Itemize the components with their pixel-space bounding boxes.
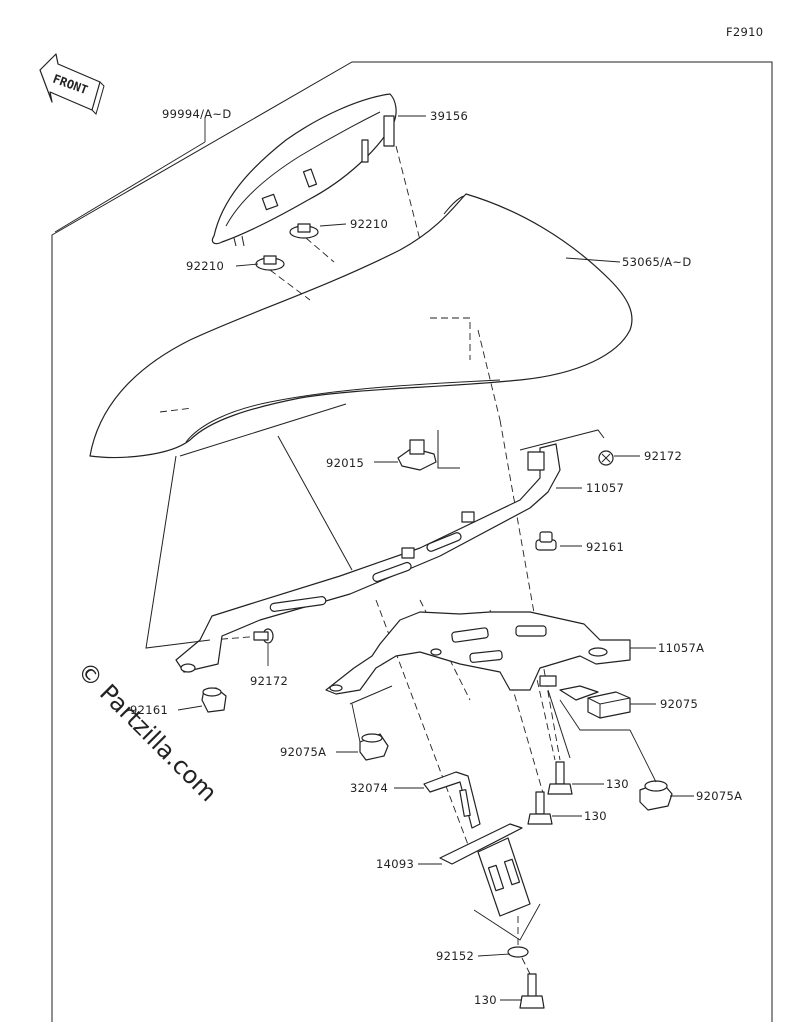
seat-cover-shell <box>89 193 633 459</box>
label-99994: 99994/A~D <box>162 107 232 121</box>
label-39156: 39156 <box>430 109 468 123</box>
label-130-upper: 130 <box>606 777 629 791</box>
label-92075A-right: 92075A <box>696 789 742 803</box>
label-92161-right: 92161 <box>586 540 624 554</box>
seat-cowl-cover <box>54 93 397 247</box>
screw-92172-right <box>598 450 614 466</box>
label-14093: 14093 <box>376 857 414 871</box>
label-53065: 53065/A~D <box>622 255 692 269</box>
label-92075A-left: 92075A <box>280 745 326 759</box>
screw-92172-left <box>253 628 274 644</box>
bracket-11057A <box>325 611 631 759</box>
washer-92210-upper <box>289 223 319 239</box>
bracket-11057 <box>145 403 605 673</box>
label-92152: 92152 <box>436 949 474 963</box>
label-92172-right: 92172 <box>644 449 682 463</box>
bolt-130-middle <box>527 791 553 825</box>
label-92210-lower: 92210 <box>186 259 224 273</box>
label-32074: 32074 <box>350 781 388 795</box>
part-labels: 99994/A~D 39156 92210 92210 53065/A~D 92… <box>130 107 742 1007</box>
bumper-leader-lines <box>351 703 361 743</box>
label-92015: 92015 <box>326 456 364 470</box>
figure-code: F2910 <box>726 25 763 39</box>
bracket-14093 <box>439 823 541 941</box>
washer-92152 <box>507 916 531 975</box>
bumper-92075A-left <box>359 733 389 761</box>
grommet-92161-right <box>535 531 557 551</box>
label-92172-left: 92172 <box>250 674 288 688</box>
clip-92015 <box>397 430 460 471</box>
label-11057: 11057 <box>586 481 624 495</box>
leader-lines <box>177 115 694 1001</box>
label-92075: 92075 <box>660 697 698 711</box>
label-92210-upper: 92210 <box>350 217 388 231</box>
bracket-32074 <box>423 771 481 829</box>
bolt-130-upper <box>547 761 573 795</box>
label-92161-left: 92161 <box>130 703 168 717</box>
bolt-130-bottom <box>519 973 545 1009</box>
washer-92210-lower <box>255 255 285 271</box>
grommet-92161-left <box>201 687 227 713</box>
watermark: © Partzilla.com <box>72 656 223 807</box>
label-130-bottom: 130 <box>474 993 497 1007</box>
bumper-92075A-right <box>639 780 673 811</box>
pad-92075 <box>587 691 631 719</box>
label-11057A: 11057A <box>658 641 704 655</box>
frame-border <box>51 61 773 1022</box>
front-arrow-icon: FRONT <box>39 53 105 115</box>
label-130-middle: 130 <box>584 809 607 823</box>
